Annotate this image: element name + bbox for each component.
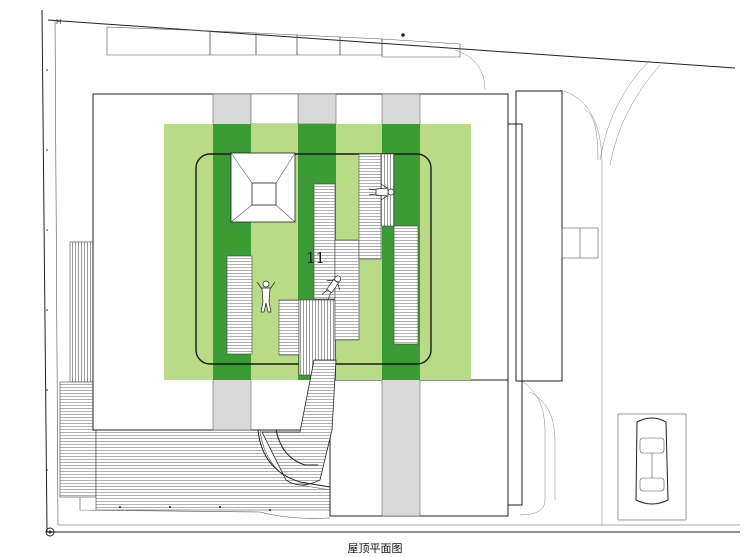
west-deck: [59, 241, 331, 519]
svg-text:H: H: [56, 18, 61, 26]
skylight: [230, 152, 296, 223]
parking-space: [617, 413, 687, 521]
area-label-11: 11: [306, 249, 325, 267]
timber-decks: [226, 153, 419, 376]
neighbor-buildings: [106, 26, 461, 58]
drawing-caption: 屋顶平面图: [347, 542, 403, 555]
people-figures: [256, 183, 395, 313]
east-annex: [515, 90, 599, 382]
road-lines: [454, 49, 661, 525]
ramp-stair: [257, 359, 337, 488]
site-boundary: H: [41, 9, 740, 537]
